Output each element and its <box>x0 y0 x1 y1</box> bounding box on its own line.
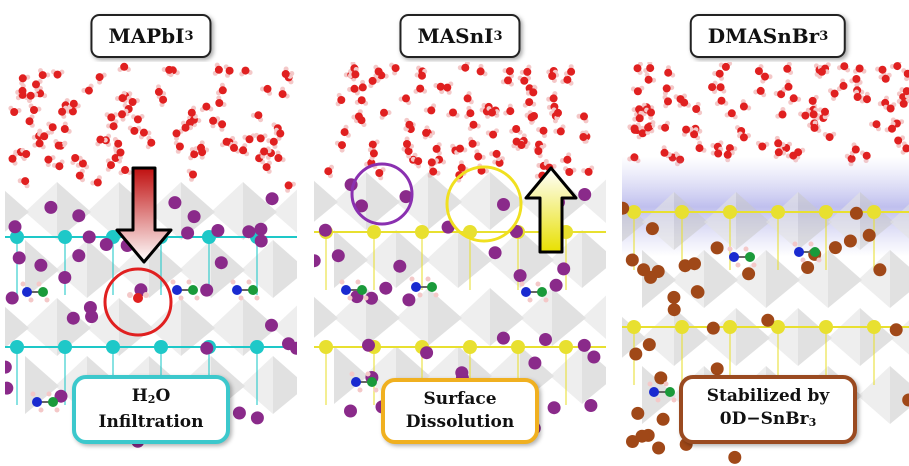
water-layer <box>627 62 909 167</box>
label-line-1: Surface <box>423 389 497 409</box>
label-line-1: H2O <box>131 386 171 406</box>
perovskite-lattice <box>314 172 606 437</box>
label-line-2: Infiltration <box>98 412 204 432</box>
mechanism-label: H2O Infiltration <box>72 375 230 444</box>
water-layer <box>324 62 595 183</box>
water-molecule-highlight <box>103 267 173 337</box>
label-line-1: Stabilized by <box>706 386 830 406</box>
perovskite-lattice <box>622 192 909 464</box>
infiltrated-water-molecule <box>127 292 149 303</box>
molecular-scene <box>622 62 909 466</box>
mechanism-label: Stabilized by 0D−SnBr3 <box>679 375 857 444</box>
infiltration-arrow-icon <box>115 166 173 264</box>
label-line-2: 0D−SnBr3 <box>719 409 817 429</box>
dissolution-highlight-purple <box>350 162 414 226</box>
label-line-2: Dissolution <box>405 412 515 432</box>
molecular-scene <box>5 62 297 466</box>
mechanism-label: Surface Dissolution <box>381 378 539 444</box>
perovskite-lattice <box>5 182 297 448</box>
water-layer <box>8 62 296 193</box>
dissolution-highlight-yellow <box>445 165 523 243</box>
dissolution-arrow-icon <box>524 166 578 254</box>
